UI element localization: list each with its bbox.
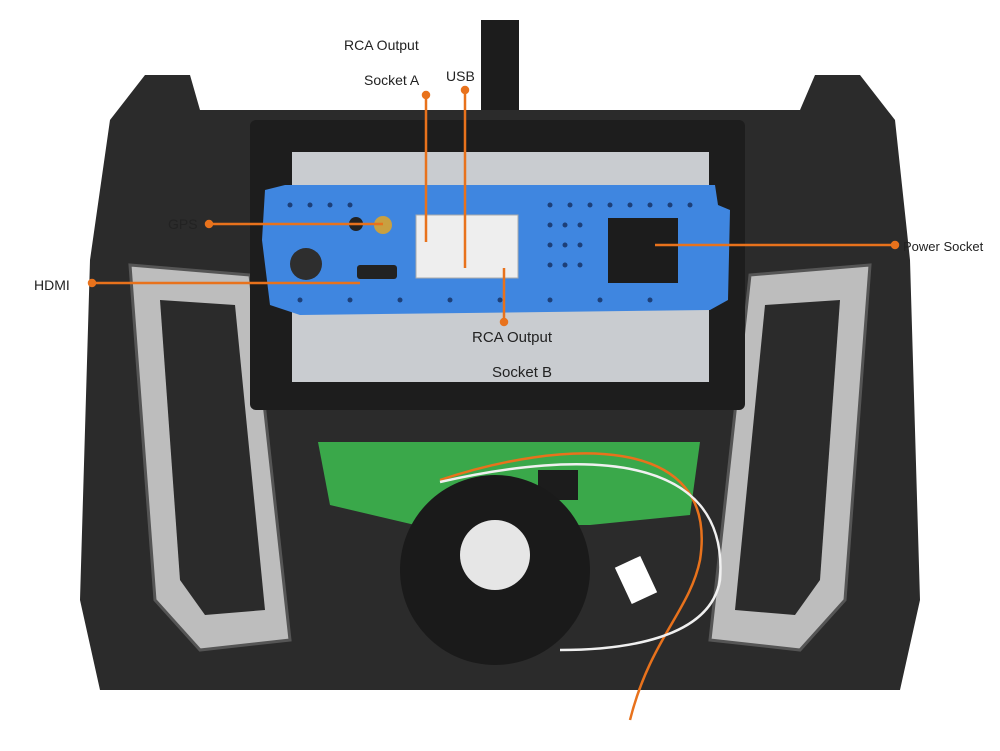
label-rca-output-top: RCA Output: [344, 37, 419, 53]
hdmi-port: [357, 265, 397, 279]
label-socket-b: Socket B: [492, 364, 553, 381]
rca-output-dot: [499, 317, 509, 327]
label-power-socket: Power Socket: [903, 239, 984, 254]
power-connector: [608, 218, 678, 283]
label-hdmi: HDMI: [34, 277, 70, 293]
mounting-tab: [481, 20, 519, 110]
white-wire: [439, 463, 722, 652]
wire-tag: [614, 555, 658, 605]
usb-dot: [460, 85, 470, 95]
rca-connector: [415, 214, 519, 279]
label-socket-a: Socket A: [364, 72, 420, 88]
vent-holes: [287, 202, 693, 303]
left-bezel-opening: [160, 300, 265, 615]
right-bezel-opening: [735, 300, 840, 615]
orange-wire: [439, 452, 703, 721]
power-dot: [890, 240, 900, 250]
label-gps: GPS: [168, 216, 198, 232]
center-hole: [460, 520, 530, 590]
label-usb: USB: [446, 68, 475, 84]
socket-a-dot: [421, 90, 431, 100]
gps-dot: [204, 219, 214, 229]
label-rca-output: RCA Output: [472, 329, 553, 346]
hdmi-dot: [87, 278, 97, 288]
radio-antenna-port: [290, 248, 322, 280]
